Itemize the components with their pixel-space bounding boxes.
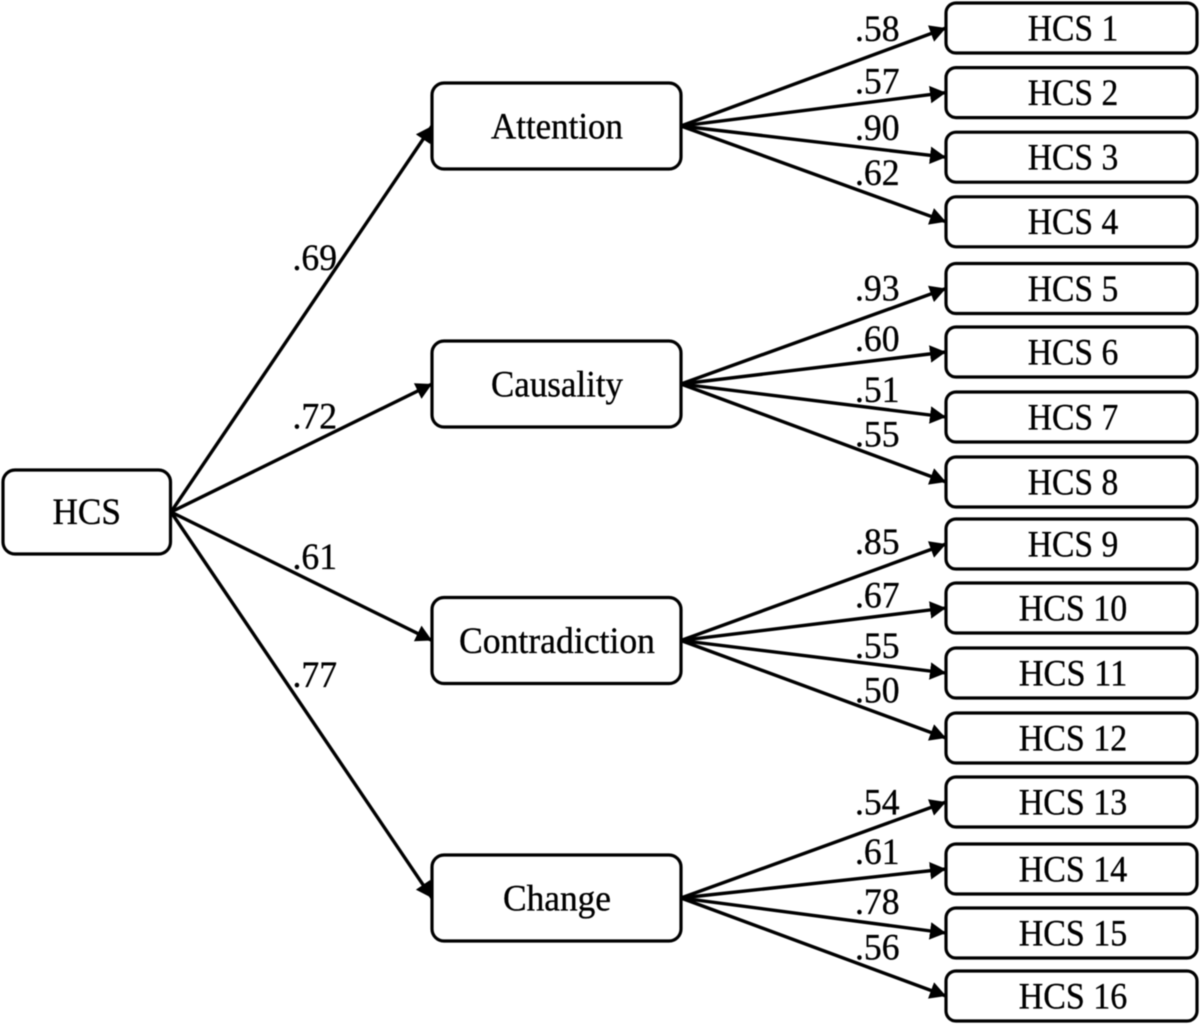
svg-text:HCS 12: HCS 12 [1019,718,1128,759]
svg-text:HCS 16: HCS 16 [1019,976,1128,1017]
svg-text:HCS 14: HCS 14 [1019,849,1128,890]
svg-text:Attention: Attention [491,106,623,147]
svg-text:HCS 1: HCS 1 [1028,8,1119,49]
svg-text:HCS 15: HCS 15 [1019,913,1128,954]
svg-text:.51: .51 [855,370,900,411]
svg-text:.72: .72 [293,397,338,438]
svg-text:.58: .58 [855,9,900,50]
svg-text:.60: .60 [855,319,900,360]
svg-text:HCS 5: HCS 5 [1028,269,1119,310]
svg-text:.78: .78 [855,882,900,923]
svg-text:.90: .90 [855,108,900,149]
svg-text:.61: .61 [293,537,338,578]
svg-text:Change: Change [503,878,611,919]
svg-text:.85: .85 [855,522,900,563]
svg-text:HCS 7: HCS 7 [1028,397,1119,438]
svg-text:HCS 10: HCS 10 [1019,588,1128,629]
svg-text:HCS 2: HCS 2 [1028,73,1119,114]
svg-text:.77: .77 [293,655,338,696]
svg-text:.69: .69 [293,238,338,279]
svg-text:HCS 9: HCS 9 [1028,524,1119,565]
svg-text:.55: .55 [855,414,900,455]
svg-text:.67: .67 [855,576,900,617]
svg-text:Causality: Causality [491,364,623,405]
svg-text:Contradiction: Contradiction [459,621,655,662]
svg-text:.54: .54 [855,783,900,824]
svg-text:.62: .62 [855,153,900,194]
svg-text:.61: .61 [855,832,900,873]
svg-text:.55: .55 [855,626,900,667]
svg-text:.56: .56 [855,928,900,969]
svg-text:HCS 3: HCS 3 [1028,138,1119,179]
svg-text:.93: .93 [855,269,900,310]
svg-text:HCS 6: HCS 6 [1028,332,1119,373]
svg-text:HCS: HCS [53,492,122,533]
svg-text:.50: .50 [855,671,900,712]
svg-text:HCS 11: HCS 11 [1019,653,1128,694]
svg-text:.57: .57 [855,61,900,102]
svg-text:HCS 13: HCS 13 [1019,782,1128,823]
svg-text:HCS 8: HCS 8 [1028,462,1119,503]
svg-text:HCS 4: HCS 4 [1028,202,1119,243]
